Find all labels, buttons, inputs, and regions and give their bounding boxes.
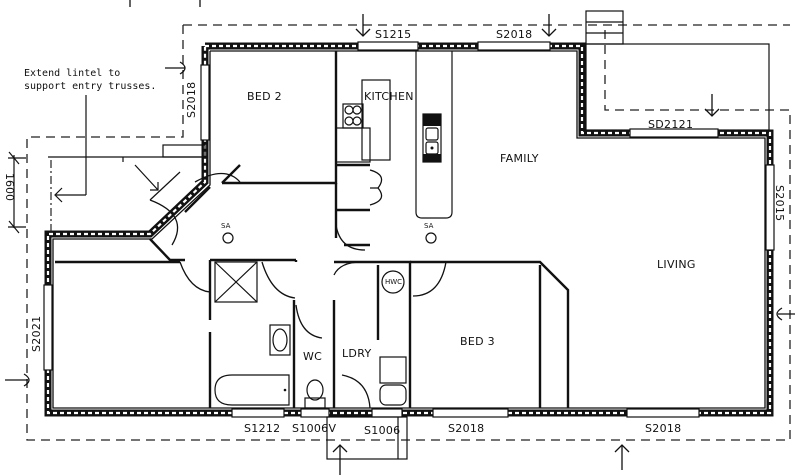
doors (149, 171, 447, 409)
kitchen-fixtures (335, 103, 442, 163)
bathtub-icon (214, 374, 290, 406)
smoke-alarm-icon (222, 232, 234, 244)
window-openings (43, 41, 775, 418)
entry-step (326, 416, 408, 460)
window-label-s1215: S1215 (375, 28, 411, 41)
window-label-s1212: S1212 (244, 422, 280, 435)
view-arrows (5, 0, 795, 475)
window-s2018-bed3 (432, 408, 509, 418)
window-s2021 (43, 284, 53, 371)
entry-porch (48, 144, 206, 234)
room-label-kitchen: KITCHEN (364, 90, 414, 103)
bathroom-fixtures (214, 261, 407, 409)
dimension-label: 1600 (3, 173, 16, 201)
laundry-tub-icon (379, 356, 407, 384)
window-label-s2021: S2021 (30, 316, 43, 352)
window-label-s2018-top: S2018 (496, 28, 532, 41)
window-label-s2018-living: S2018 (645, 422, 681, 435)
room-label-family: FAMILY (500, 152, 539, 165)
window-label-sd2121: SD2121 (648, 118, 693, 131)
window-s1006v (300, 408, 330, 418)
window-s2018-living (626, 408, 700, 418)
note-line-2: support entry trusses. (24, 81, 156, 92)
window-label-s2018-bed2: S2018 (185, 82, 198, 118)
hwc-icon (381, 270, 405, 294)
room-label-living: LIVING (657, 258, 696, 271)
pantry-doors (369, 169, 383, 206)
washer-icon (379, 384, 407, 406)
window-s1212 (231, 408, 285, 418)
window-label-s2015: S2015 (773, 185, 786, 221)
window-s2015 (765, 164, 775, 251)
eave-outline (26, 24, 791, 441)
smoke-alarms (222, 232, 437, 244)
shower-icon (214, 261, 258, 303)
sink-icon (423, 114, 441, 126)
window-label-s1006v: S1006V (292, 422, 336, 435)
window-s2018-bed2 (200, 64, 210, 141)
hwc-label: HWC (385, 278, 402, 286)
room-label-laundry: LDRY (342, 347, 371, 360)
smoke-alarm-label-2: SA (424, 222, 434, 230)
smoke-alarm-label-1: SA (221, 222, 231, 230)
room-label-bed3: BED 3 (460, 335, 495, 348)
porch-box (585, 10, 770, 131)
window-s1215 (357, 41, 419, 51)
basin-icon (269, 324, 291, 356)
smoke-alarm-icon (425, 232, 437, 244)
room-label-bed2: BED 2 (247, 90, 282, 103)
toilet-icon (306, 379, 324, 401)
interior-walls (55, 51, 570, 408)
note-line-1: Extend lintel to (24, 68, 120, 79)
window-s2018-top (477, 41, 551, 51)
window-s1006 (371, 408, 403, 418)
dimension-1600: 1600 (3, 151, 26, 234)
window-label-s1006: S1006 (364, 424, 400, 437)
window-sd2121 (629, 128, 719, 138)
window-label-s2018-bed3: S2018 (448, 422, 484, 435)
room-label-wc: WC (303, 350, 322, 363)
